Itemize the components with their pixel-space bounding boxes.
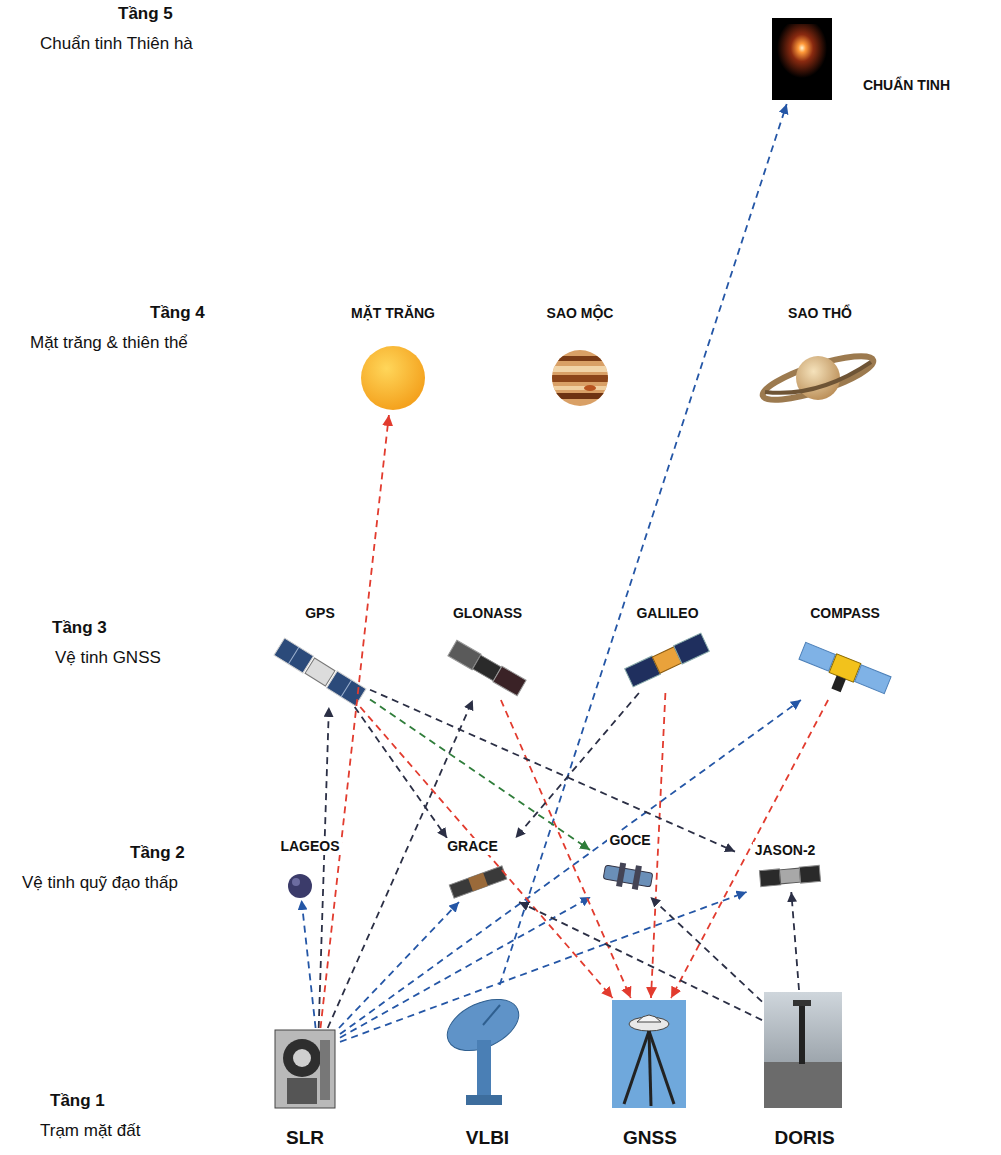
tier-number: Tầng 5 [118,3,173,24]
dashed-arrow [355,707,447,838]
satellite-node: COMPASS [790,605,900,700]
dashed-arrow [370,690,735,852]
quasar-node: CHUẨN TINH [772,14,952,104]
dashed-arrow [360,707,612,998]
celestial-node: SAO MỘC [525,305,635,410]
doris-beacon-photo [764,992,842,1108]
node-label: LAGEOS [278,838,341,855]
node-label: COMPASS [808,605,882,622]
station-node: VLBI [445,985,530,1150]
quasar-image [772,18,832,100]
jason-satellite [759,865,820,886]
moon-image [361,346,425,410]
dashed-arrow [519,902,762,1020]
satellite-node: GRACE [425,838,520,902]
tier-number: Tầng 2 [130,842,185,863]
node-label: GNSS [621,1127,679,1150]
node-label: DORIS [772,1127,836,1150]
celestial-node: SAO THỔ [760,305,880,413]
dashed-arrow [651,693,665,998]
station-node: DORIS [762,990,847,1150]
node-label: SAO THỔ [786,305,854,322]
node-label: MẶT TRĂNG [349,305,437,322]
dashed-arrow [650,897,762,1002]
dashed-arrow [302,900,316,1028]
station-node: GNSS [610,998,690,1150]
node-label: GRACE [445,838,500,855]
node-label: SAO MỘC [545,305,616,322]
gps-satellite [274,638,366,706]
celestial-node: MẶT TRĂNG [338,305,448,415]
tier-name: Vệ tinh quỹ đạo thấp [22,872,178,893]
station-node: SLR [270,1028,340,1150]
node-label: GALILEO [634,605,700,622]
dashed-arrow [321,415,389,1028]
tier-name: Trạm mặt đất [40,1120,140,1141]
dashed-arrow [791,892,799,990]
node-label: GLONASS [451,605,524,622]
satellite-node: GALILEO [615,605,720,693]
dashed-arrow [501,700,631,998]
node-label: JASON-2 [753,842,818,859]
satellite-node: LAGEOS [270,838,350,900]
slr-station-photo [275,1030,335,1108]
dashed-arrow [328,700,473,1028]
satellite-node: GOCE [590,832,670,897]
dashed-arrow [339,902,459,1028]
compass-satellite [793,641,891,707]
tier-number: Tầng 4 [150,302,205,323]
dashed-arrow [516,693,639,838]
node-label: GOCE [607,832,652,849]
saturn-image [759,348,877,409]
glonass-satellite [448,640,526,696]
node-label: VLBI [464,1127,511,1150]
node-label: GPS [303,605,337,622]
dashed-arrow [671,700,828,998]
dashed-arrow [340,700,801,1034]
tier-name: Vệ tinh GNSS [55,647,161,668]
gnss-receiver-photo [612,1000,686,1108]
goce-satellite [602,860,653,892]
vlbi-antenna [439,989,526,1105]
lageos-satellite [288,874,312,898]
dashed-arrow [319,707,329,1028]
satellite-node: GLONASS [435,605,540,700]
node-label: CHUẨN TINH [861,77,952,94]
galileo-satellite [625,633,710,687]
node-label: SLR [284,1127,326,1150]
satellite-node: GPS [270,605,370,707]
dashed-arrow [500,104,787,985]
connectors [302,104,829,1042]
tier-name: Chuẩn tinh Thiên hà [40,33,193,54]
grace-satellite [449,866,506,898]
tier-number: Tầng 3 [52,617,107,638]
tier-name: Mặt trăng & thiên thể [30,332,188,353]
jupiter-image [550,350,610,406]
satellite-node: JASON-2 [735,842,835,892]
tier-number: Tầng 1 [50,1090,105,1111]
dashed-arrow [370,699,590,850]
